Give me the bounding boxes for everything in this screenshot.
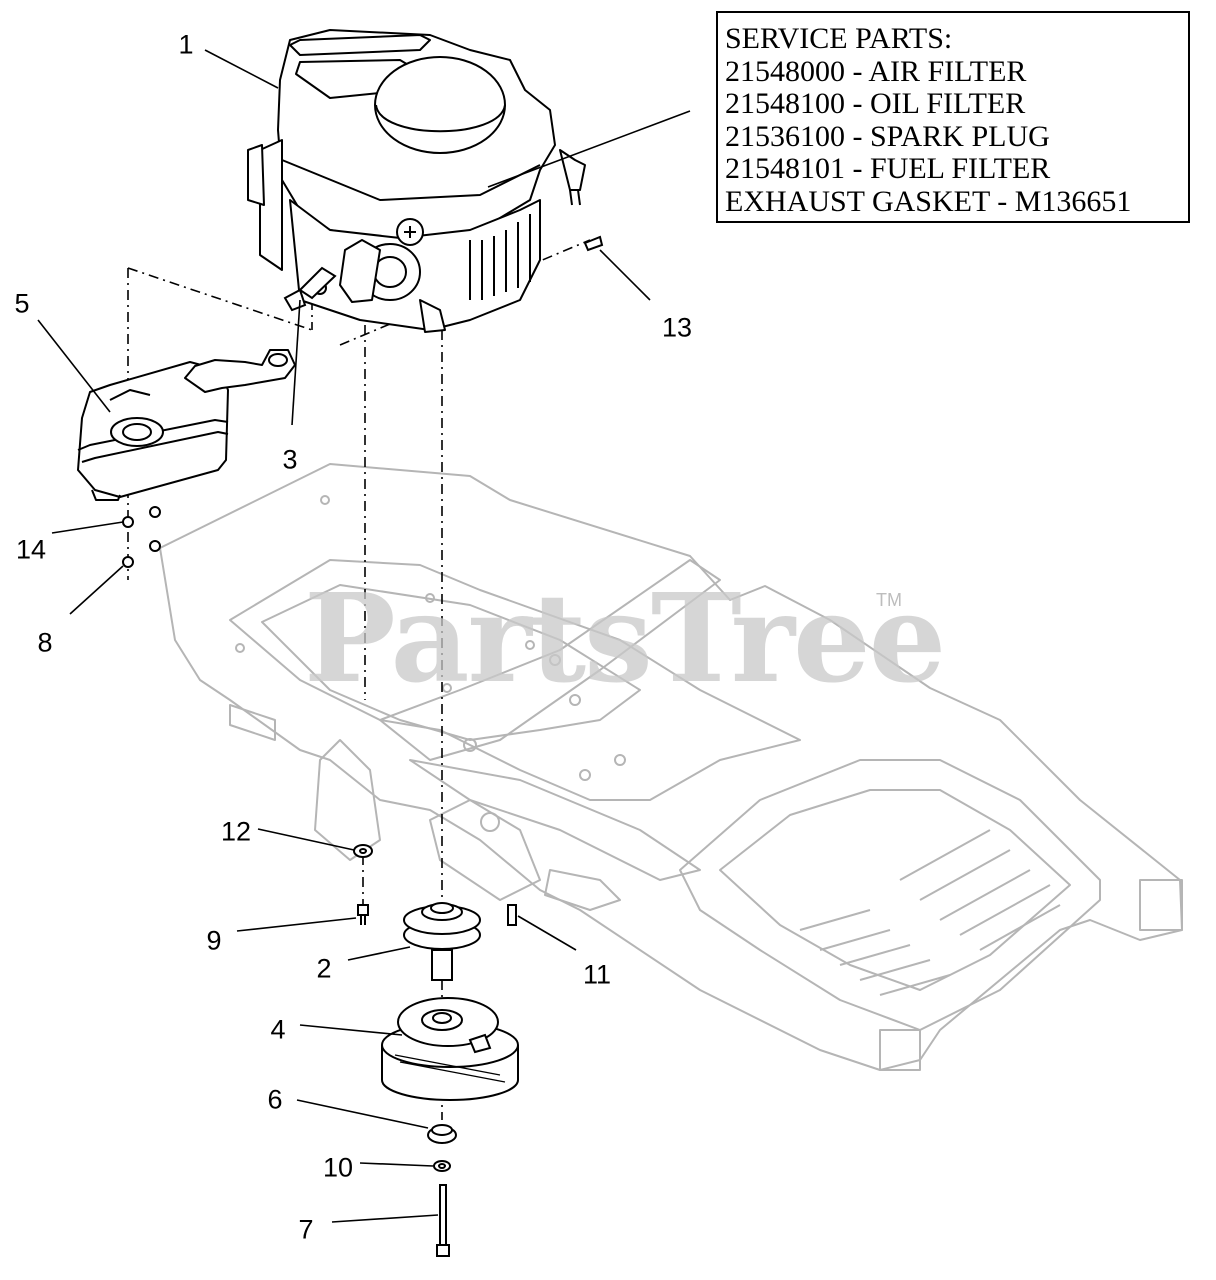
leader-4 (299, 1024, 403, 1036)
service-part-line: 21548100 - OIL FILTER (725, 87, 1026, 120)
leader-13 (599, 249, 651, 301)
service-parts-heading: SERVICE PARTS: (725, 22, 953, 55)
callout-leaders (37, 49, 691, 1223)
callout-3: 3 (282, 444, 298, 475)
leader-14 (51, 521, 124, 534)
service-parts-box: SERVICE PARTS: 21548000 - AIR FILTER 215… (716, 11, 1190, 223)
callout-12: 12 (220, 816, 252, 847)
callout-9: 9 (206, 925, 222, 956)
leader-2 (347, 946, 411, 961)
service-part-line: 21548101 - FUEL FILTER (725, 152, 1051, 185)
leader-11 (517, 915, 577, 951)
callout-11: 11 (582, 959, 612, 990)
spacer-washer-bolt (427, 1124, 457, 1257)
callout-13: 13 (661, 312, 693, 343)
leader-1 (204, 49, 279, 89)
leader-6 (296, 1099, 429, 1129)
callout-4: 4 (270, 1014, 286, 1045)
frame-assembly (159, 463, 1183, 1071)
callout-5: 5 (14, 288, 30, 319)
engine (247, 29, 586, 333)
electric-clutch (381, 997, 519, 1101)
pulley (403, 902, 481, 981)
callout-2: 2 (316, 953, 332, 984)
leader-12 (257, 828, 355, 851)
service-part-line: 21548000 - AIR FILTER (725, 54, 1027, 88)
service-part-line: 21536100 - SPARK PLUG (725, 119, 1050, 153)
callout-10: 10 (322, 1152, 354, 1183)
watermark-text: PartsTree (304, 566, 946, 710)
leader-10 (359, 1162, 434, 1167)
service-part-line: EXHAUST GASKET - M136651 (725, 184, 1132, 218)
callout-14: 14 (15, 534, 47, 565)
leader-8 (69, 565, 124, 615)
callout-1: 1 (178, 29, 194, 60)
leader-7 (331, 1214, 439, 1223)
muffler (77, 349, 296, 501)
callout-7: 7 (298, 1214, 314, 1245)
leader-9 (236, 917, 357, 932)
callout-6: 6 (267, 1084, 283, 1115)
callout-8: 8 (37, 627, 53, 658)
hardware (122, 235, 604, 926)
watermark-tm: TM (876, 590, 902, 610)
leader-service-box (487, 110, 691, 188)
leader-3 (291, 299, 301, 426)
leader-5 (37, 319, 111, 413)
